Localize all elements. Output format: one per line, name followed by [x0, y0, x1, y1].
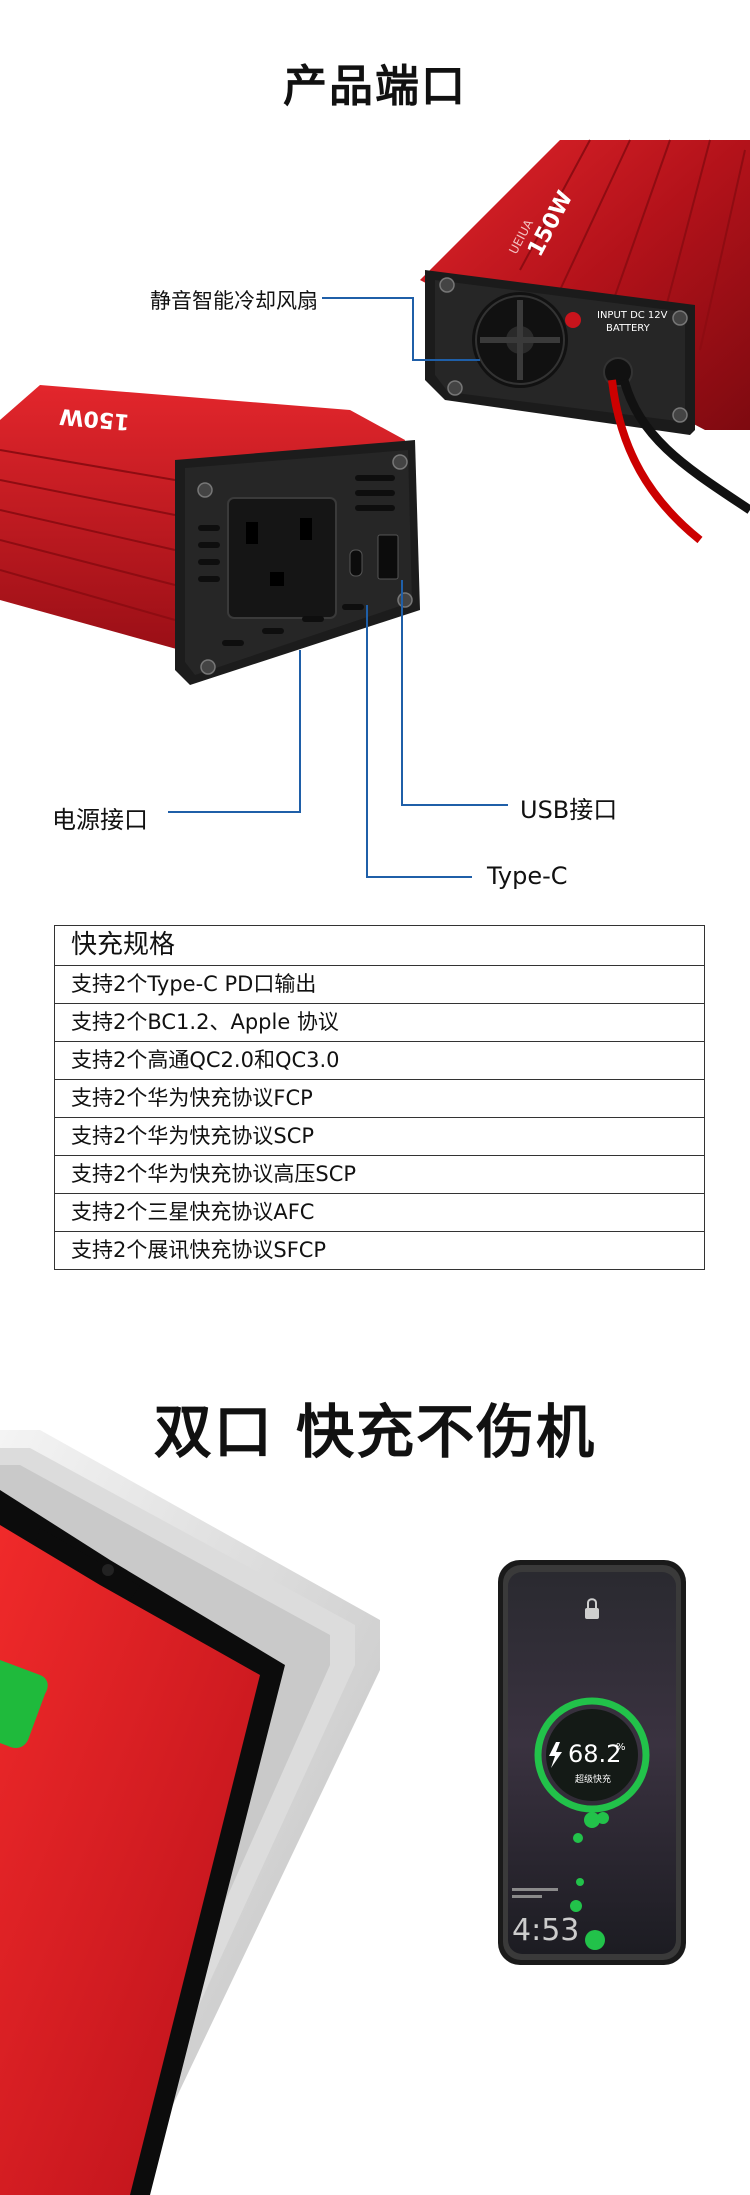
section-title-ports: 产品端口	[283, 61, 467, 112]
table-row: 支持2个Type-C PD口输出	[54, 965, 705, 1004]
fast-charge-spec-table: 快充规格 支持2个Type-C PD口输出 支持2个BC1.2、Apple 协议…	[54, 925, 705, 1270]
lock-icon	[585, 1598, 599, 1619]
typec-callout-line	[366, 605, 472, 878]
table-row: 支持2个BC1.2、Apple 协议	[54, 1003, 705, 1042]
usb-callout-line	[401, 580, 508, 806]
front-unit-label: 150W	[58, 403, 130, 434]
power-callout-line	[168, 650, 301, 813]
table-row: 支持2个华为快充协议高压SCP	[54, 1155, 705, 1194]
lightning-icon	[549, 1742, 562, 1768]
table-cell: 支持2个BC1.2、Apple 协议	[54, 1003, 705, 1042]
charge-percent-sign: %	[616, 1742, 626, 1753]
callout-usb-label: USB接口	[520, 796, 618, 824]
table-cell: 支持2个三星快充协议AFC	[54, 1193, 705, 1232]
table-cell: 支持2个高通QC2.0和QC3.0	[54, 1041, 705, 1080]
table-row: 支持2个高通QC2.0和QC3.0	[54, 1041, 705, 1080]
callout-fan-label: 静音智能冷却风扇	[150, 289, 318, 313]
devices-illustration: 68.2 % 超级快充 4:53	[0, 1430, 686, 2195]
charge-droplets	[570, 1812, 609, 1950]
callout-typec-label: Type-C	[487, 862, 568, 890]
table-row: 支持2个展讯快充协议SFCP	[54, 1231, 705, 1270]
inverter-front: 150W	[0, 385, 420, 685]
input-label-1: INPUT DC 12V	[597, 310, 668, 321]
table-cell: 支持2个华为快充协议FCP	[54, 1079, 705, 1118]
inverter-rear: INPUT DC 12V BATTERY 150W UEIUA	[420, 139, 750, 544]
table-cell: 支持2个Type-C PD口输出	[54, 965, 705, 1004]
smartphone-charging-image: 68.2 % 超级快充 4:53	[498, 1560, 686, 1965]
table-row: 支持2个华为快充协议SCP	[54, 1117, 705, 1156]
table-header-row: 快充规格	[54, 925, 705, 966]
table-cell: 支持2个华为快充协议SCP	[54, 1117, 705, 1156]
table-row: 支持2个华为快充协议FCP	[54, 1079, 705, 1118]
table-row: 支持2个三星快充协议AFC	[54, 1193, 705, 1232]
section-title-dual-port: 双口 快充不伤机	[153, 1398, 597, 1466]
callout-power-label: 电源接口	[52, 806, 148, 834]
table-cell: 支持2个华为快充协议高压SCP	[54, 1155, 705, 1194]
smartphone-red-image	[0, 1490, 285, 2195]
charge-status: 超级快充	[575, 1773, 611, 1785]
charge-percent: 68.2	[568, 1740, 621, 1768]
table-cell: 支持2个展讯快充协议SFCP	[54, 1231, 705, 1270]
lockscreen-clock: 4:53	[512, 1913, 579, 1948]
input-label-2: BATTERY	[606, 323, 651, 334]
inverter-illustration: INPUT DC 12V BATTERY 150W UEIUA	[0, 139, 750, 878]
fan-callout-line	[322, 297, 480, 361]
table-header-cell: 快充规格	[54, 925, 705, 966]
